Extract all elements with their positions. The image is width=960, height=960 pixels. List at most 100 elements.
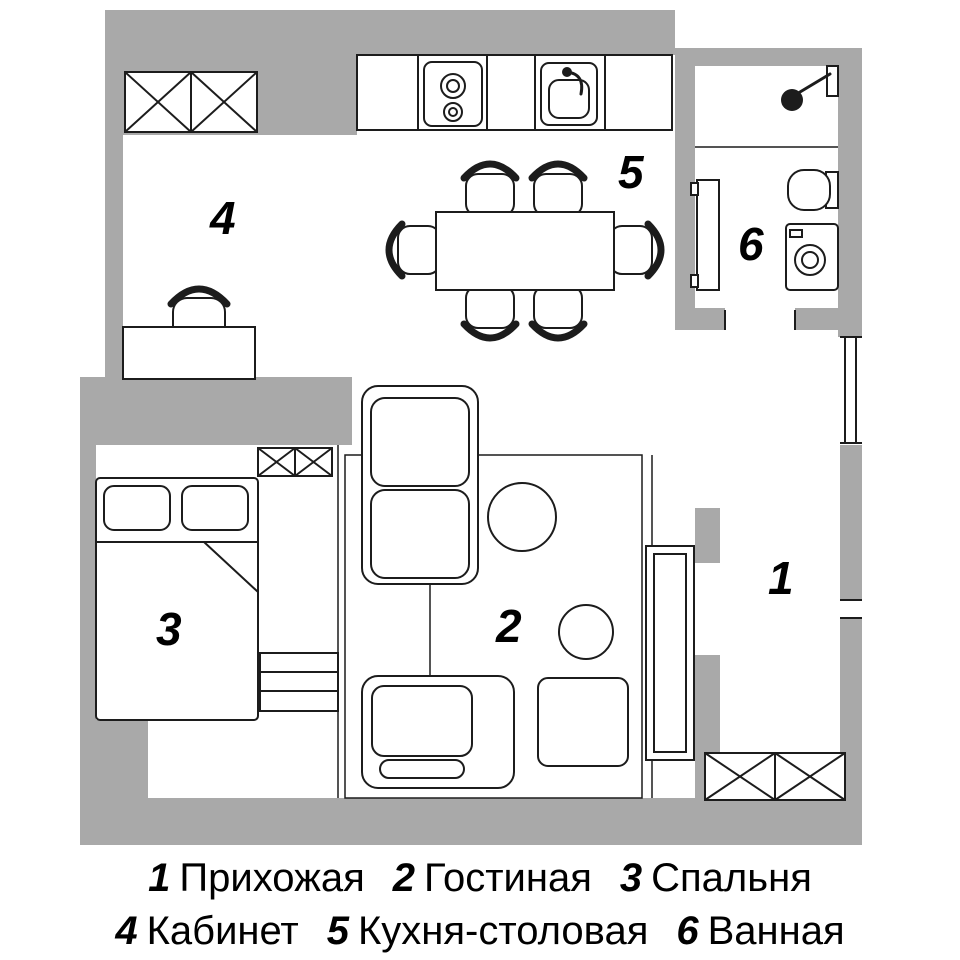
dining-chairs — [385, 160, 665, 342]
sofa-cushion — [370, 489, 470, 579]
wall-bottom — [148, 798, 700, 845]
wardrobe-cross — [294, 447, 333, 477]
sink-basin — [548, 79, 590, 119]
room-label-office: 4 — [209, 192, 236, 244]
legend-number: 2 — [392, 856, 415, 900]
dining-table — [435, 211, 615, 291]
wardrobe-cross — [774, 752, 846, 801]
desk — [122, 326, 256, 380]
legend-name: Кухня-столовая — [358, 909, 649, 953]
wall-right-upper — [838, 48, 862, 337]
sink-body — [540, 62, 598, 126]
stool — [558, 604, 614, 660]
bathroom-door-opening — [724, 310, 796, 330]
burner — [446, 79, 460, 93]
living-zone-outline — [344, 454, 643, 799]
wall-mid-left-block — [80, 377, 352, 445]
chair-back — [460, 320, 520, 342]
burner — [443, 102, 463, 122]
wall-bathroom-left — [675, 55, 695, 330]
armchair-armrest — [379, 759, 465, 779]
room-label-bedroom: 3 — [156, 603, 182, 655]
washer-body — [785, 223, 839, 291]
rail-tab — [690, 274, 699, 288]
legend-number: 1 — [148, 856, 171, 900]
cabinet-inner — [653, 553, 687, 753]
bed — [95, 477, 259, 721]
chair-back — [528, 160, 588, 182]
coffee-table — [487, 482, 557, 552]
washer-drum — [794, 244, 826, 276]
chair-back — [385, 220, 406, 280]
chair-seat — [609, 225, 653, 275]
wardrobe-cross — [190, 71, 258, 133]
bed-frame — [95, 477, 259, 721]
floor-plan: 1 2 3 4 5 6 — [80, 10, 862, 845]
chair-back — [644, 220, 665, 280]
legend-name: Гостиная — [423, 856, 592, 900]
wall-left-lower — [80, 445, 96, 720]
wardrobe-hall — [704, 752, 846, 801]
basin-bowl — [787, 169, 831, 211]
legend-name: Ванная — [707, 909, 845, 953]
wall-hall-stub — [695, 508, 720, 563]
door-opening-right — [840, 599, 862, 619]
hall-cabinet — [645, 545, 695, 761]
counter-body — [356, 54, 673, 131]
chair-back — [167, 285, 231, 308]
sofa — [361, 385, 479, 585]
legend-name: Прихожая — [179, 856, 365, 900]
wall-right-mid — [840, 445, 862, 600]
wall-bathroom-top — [675, 48, 862, 66]
pillow — [181, 485, 249, 531]
washing-machine-icon — [785, 223, 839, 291]
wardrobe-cross — [124, 71, 192, 133]
burner — [440, 73, 466, 99]
chair-seat — [397, 225, 441, 275]
shower-icon — [781, 65, 839, 111]
washer-panel — [789, 229, 803, 238]
rail-body — [696, 179, 720, 291]
legend-number: 5 — [326, 909, 349, 953]
chair-back — [460, 160, 520, 182]
legend-name: Спальня — [651, 856, 812, 900]
stove-body — [423, 61, 483, 127]
sofa-cushion — [370, 397, 470, 487]
armchair — [361, 675, 515, 789]
legend-number: 4 — [115, 909, 138, 953]
chair-seat — [465, 285, 515, 329]
armchair-cushion — [371, 685, 473, 757]
wall-bathroom-bottom-left — [675, 308, 725, 330]
room-label-kitchen: 5 — [618, 146, 645, 198]
walls — [80, 10, 862, 845]
wall-bottom-right — [700, 800, 862, 845]
washer-drum — [801, 251, 819, 269]
legend-name: Кабинет — [146, 909, 299, 953]
wall-right-lower — [840, 618, 862, 845]
dresser-body — [259, 652, 339, 712]
wall-top — [357, 10, 675, 55]
wardrobe-small — [257, 447, 333, 477]
wardrobe-top-left — [124, 71, 258, 133]
room-label-bathroom: 6 — [738, 218, 764, 270]
dresser-icon — [259, 652, 339, 712]
wall-left-upper — [105, 135, 123, 377]
stove-icon — [423, 61, 483, 127]
pillow — [103, 485, 171, 531]
chair-seat — [465, 173, 515, 217]
chair-seat — [533, 173, 583, 217]
kitchen-sink-icon — [540, 62, 598, 126]
legend-number: 6 — [676, 909, 699, 953]
room-label-hallway: 1 — [768, 552, 794, 604]
wall-bathroom-bottom-right — [795, 308, 862, 330]
chair-back — [528, 320, 588, 342]
shower-holder — [826, 65, 839, 97]
chair-seat — [533, 285, 583, 329]
kitchen-counter — [356, 54, 673, 131]
